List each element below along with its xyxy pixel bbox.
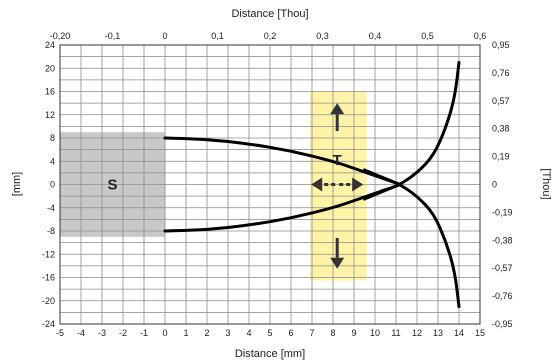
- grid-layer: [60, 45, 480, 324]
- x-tick-label-bottom: 9: [351, 328, 356, 338]
- x-tick-label-bottom: 4: [246, 328, 251, 338]
- x-tick-label-bottom: -5: [56, 328, 64, 338]
- x-tick-label-bottom: 7: [309, 328, 314, 338]
- x-tick-label-bottom: 3: [225, 328, 230, 338]
- x-tick-label-bottom: -3: [98, 328, 106, 338]
- y-axis-label-right: [Thou]: [540, 168, 552, 199]
- x-tick-label-top: 0,4: [369, 31, 382, 41]
- y-tick-label-right: -0,95: [492, 319, 513, 329]
- x-tick-label-bottom: 0: [162, 328, 167, 338]
- x-tick-label-top: 0,6: [474, 31, 487, 41]
- x-tick-label-top: 0,3: [316, 31, 329, 41]
- x-tick-label-top: 0,5: [421, 31, 434, 41]
- arrow-up: [330, 103, 345, 132]
- region-s-label: S: [107, 177, 117, 194]
- y-tick-label-right: -0,76: [492, 291, 513, 301]
- y-tick-label-left: 8: [50, 133, 55, 143]
- y-tick-label-right: 0,76: [492, 68, 510, 78]
- x-tick-label-bottom: 1: [183, 328, 188, 338]
- x-tick-label-bottom: 8: [330, 328, 335, 338]
- y-tick-label-left: 0: [50, 180, 55, 190]
- y-tick-label-right: -0,38: [492, 235, 513, 245]
- x-tick-label-bottom: -2: [119, 328, 127, 338]
- x-tick-label-top: 0,1: [211, 31, 224, 41]
- y-tick-label-left: 12: [45, 110, 55, 120]
- curve-layer: [163, 60, 461, 309]
- y-tick-label-left: -12: [42, 249, 55, 259]
- y-axis-label-left: [mm]: [11, 172, 23, 196]
- y-tick-label-left: -8: [47, 226, 55, 236]
- arrow-down: [330, 237, 345, 269]
- y-tick-label-left: -16: [42, 273, 55, 283]
- region-t-label: T: [333, 152, 342, 169]
- x-tick-label-top: 0,2: [264, 31, 277, 41]
- x-axis-label-top: Distance [Thou]: [231, 8, 308, 20]
- y-tick-label-right: 0,57: [492, 96, 510, 106]
- x-tick-label-bottom: 12: [412, 328, 422, 338]
- y-tick-label-left: 20: [45, 63, 55, 73]
- x-tick-label-bottom: -1: [140, 328, 148, 338]
- x-tick-label-bottom: 5: [267, 328, 272, 338]
- x-tick-label-top: -0,1: [105, 31, 121, 41]
- y-tick-label-right: -0,19: [492, 207, 513, 217]
- y-tick-label-right: 0,95: [492, 40, 510, 50]
- series-line-4: [363, 168, 461, 309]
- x-tick-label-bottom: 15: [475, 328, 485, 338]
- y-tick-label-right: -0,57: [492, 263, 513, 273]
- y-tick-label-right: 0,19: [492, 152, 510, 162]
- arrow-layer: [311, 103, 364, 269]
- y-tick-label-left: -20: [42, 296, 55, 306]
- x-tick-label-top: -0,20: [50, 31, 71, 41]
- y-tick-label-left: 16: [45, 87, 55, 97]
- y-tick-label-left: -24: [42, 319, 55, 329]
- arrow-right: [339, 177, 364, 192]
- x-tick-label-bottom: -4: [77, 328, 85, 338]
- x-tick-label-bottom: 10: [370, 328, 380, 338]
- x-tick-label-bottom: 13: [433, 328, 443, 338]
- x-axis-label-bottom: Distance [mm]: [235, 348, 305, 360]
- arrow-left: [311, 177, 336, 192]
- x-tick-label-bottom: 14: [454, 328, 464, 338]
- x-tick-label-bottom: 6: [288, 328, 293, 338]
- x-tick-label-bottom: 11: [391, 328, 400, 338]
- y-tick-label-right: 0,38: [492, 124, 510, 134]
- x-tick-label-top: 0: [162, 31, 167, 41]
- y-tick-label-right: 0: [492, 180, 497, 190]
- x-tick-label-bottom: 2: [204, 328, 209, 338]
- plot-frame: [59, 44, 481, 325]
- y-tick-label-left: 24: [45, 40, 55, 50]
- y-tick-label-left: 4: [50, 156, 55, 166]
- series-line-3: [363, 60, 461, 201]
- y-tick-label-left: -4: [47, 203, 55, 213]
